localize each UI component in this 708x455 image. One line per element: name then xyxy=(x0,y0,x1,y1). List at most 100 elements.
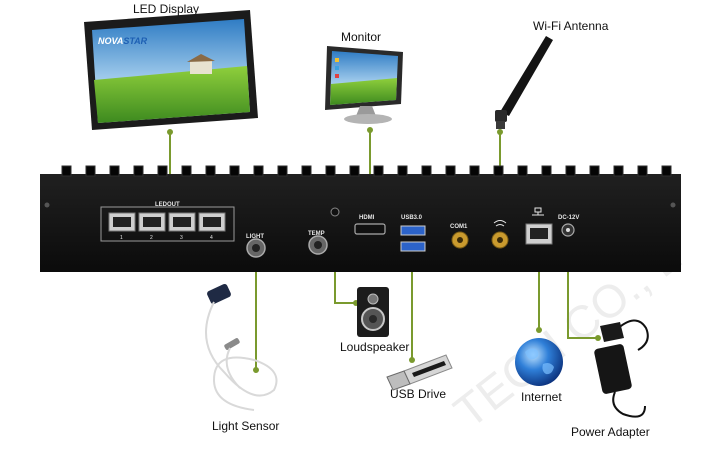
network-icon xyxy=(532,207,544,216)
wifi-antenna-rod xyxy=(500,36,553,116)
fin xyxy=(469,165,480,177)
brand-part-nova: NOVA xyxy=(98,36,123,46)
usb-drive-caption: USB Drive xyxy=(390,387,446,401)
internet-caption: Internet xyxy=(521,390,562,404)
usb-drive-stripe xyxy=(412,361,446,377)
fin xyxy=(61,165,72,177)
usb-drive-device: USB Drive xyxy=(386,354,453,401)
dc-port-label: DC-12V xyxy=(558,215,579,221)
fin xyxy=(133,165,144,177)
heat-sink-fins xyxy=(61,165,672,177)
led-display-caption: LED Display xyxy=(133,2,199,16)
ledout-label: LEDOUT xyxy=(155,202,180,208)
light-sensor-caption: Light Sensor xyxy=(212,419,279,433)
rj45-port-2-slot xyxy=(143,217,161,227)
hdmi-port xyxy=(354,223,386,235)
screw-left xyxy=(44,202,50,208)
chassis-body xyxy=(40,174,681,272)
fin xyxy=(229,165,240,177)
temp-port-center xyxy=(314,241,322,249)
fin xyxy=(541,165,552,177)
wifi-antenna-base xyxy=(496,121,505,129)
rj45-port-3-slot xyxy=(173,217,191,227)
loudspeaker-cone xyxy=(369,315,377,323)
rj45-port-4-slot xyxy=(203,217,221,227)
fin xyxy=(85,165,96,177)
fin xyxy=(205,165,216,177)
wifi-signal-icon xyxy=(493,220,507,227)
light-sensor-device: Light Sensor xyxy=(205,283,279,433)
internet-continents xyxy=(525,348,554,375)
dc-port-center xyxy=(566,228,570,232)
ledout-number-2: 2 xyxy=(150,235,153,241)
light-port-label: LIGHT xyxy=(246,234,264,240)
power-adapter-brick xyxy=(594,344,632,394)
monitor-grass xyxy=(330,78,397,105)
ledout-panel xyxy=(100,206,235,242)
ethernet-port-slot xyxy=(530,228,548,239)
usb-drive-plug xyxy=(386,370,411,391)
monitor-icon-a xyxy=(335,58,339,62)
led-display-device: LED Display NOVASTAR xyxy=(84,2,258,130)
ledout-number-1: 1 xyxy=(120,235,123,241)
dot-light-end xyxy=(253,367,259,373)
monitor-device: Monitor xyxy=(325,30,403,124)
light-sensor-probe xyxy=(224,338,240,350)
ledout-number-4: 4 xyxy=(210,235,213,241)
ledout-rj45-ports xyxy=(108,212,226,232)
monitor-icon-c xyxy=(335,74,339,78)
com-port-center xyxy=(457,237,463,243)
brand-part-star: STAR xyxy=(123,36,147,46)
internet-device: Internet xyxy=(515,338,563,404)
fin xyxy=(637,165,648,177)
dot-monitor-top xyxy=(367,127,373,133)
loudspeaker-tweeter xyxy=(367,293,379,305)
wifi-port-center xyxy=(497,237,503,243)
monitor-neck xyxy=(356,106,376,116)
usb-port-label: USB3.0 xyxy=(401,215,423,221)
loudspeaker-caption: Loudspeaker xyxy=(340,340,409,354)
fin xyxy=(493,165,504,177)
fin xyxy=(181,165,192,177)
fin xyxy=(301,165,312,177)
fin xyxy=(661,165,672,177)
dot-led-top xyxy=(167,129,173,135)
power-adapter-device: Power Adapter xyxy=(571,319,650,439)
fin xyxy=(397,165,408,177)
fin xyxy=(277,165,288,177)
fin xyxy=(157,165,168,177)
fin xyxy=(589,165,600,177)
light-port-center xyxy=(252,244,260,252)
ledout-number-3: 3 xyxy=(180,235,183,241)
audio-jack xyxy=(330,207,340,217)
led-display-house xyxy=(190,61,212,74)
fin xyxy=(253,165,264,177)
power-adapter-caption: Power Adapter xyxy=(571,425,650,439)
fin xyxy=(109,165,120,177)
wifi-antenna-device: Wi-Fi Antenna xyxy=(495,19,609,129)
com-port-label: COM1 xyxy=(450,224,468,230)
fin xyxy=(325,165,336,177)
monitor-icon-b xyxy=(335,66,339,70)
light-sensor-cable xyxy=(205,301,278,411)
fin xyxy=(349,165,360,177)
fin xyxy=(421,165,432,177)
rj45-port-1-slot xyxy=(113,217,131,227)
light-sensor-connector xyxy=(207,283,231,305)
temp-port-label: TEMP xyxy=(308,231,325,237)
loudspeaker-device: Loudspeaker xyxy=(340,287,409,354)
led-display-roof xyxy=(187,54,215,62)
hdmi-port-label: HDMI xyxy=(359,215,375,221)
usb-port-upper xyxy=(400,225,426,236)
dot-wifi-top xyxy=(497,129,503,135)
fin xyxy=(613,165,624,177)
dot-power-end xyxy=(595,335,601,341)
power-adapter-cable xyxy=(612,319,649,418)
led-display-brand: NOVASTAR xyxy=(98,36,148,46)
led-display-grass xyxy=(94,66,250,123)
wifi-antenna-caption: Wi-Fi Antenna xyxy=(533,19,609,33)
monitor-stand-base xyxy=(344,114,392,124)
power-adapter-plug xyxy=(600,322,624,342)
